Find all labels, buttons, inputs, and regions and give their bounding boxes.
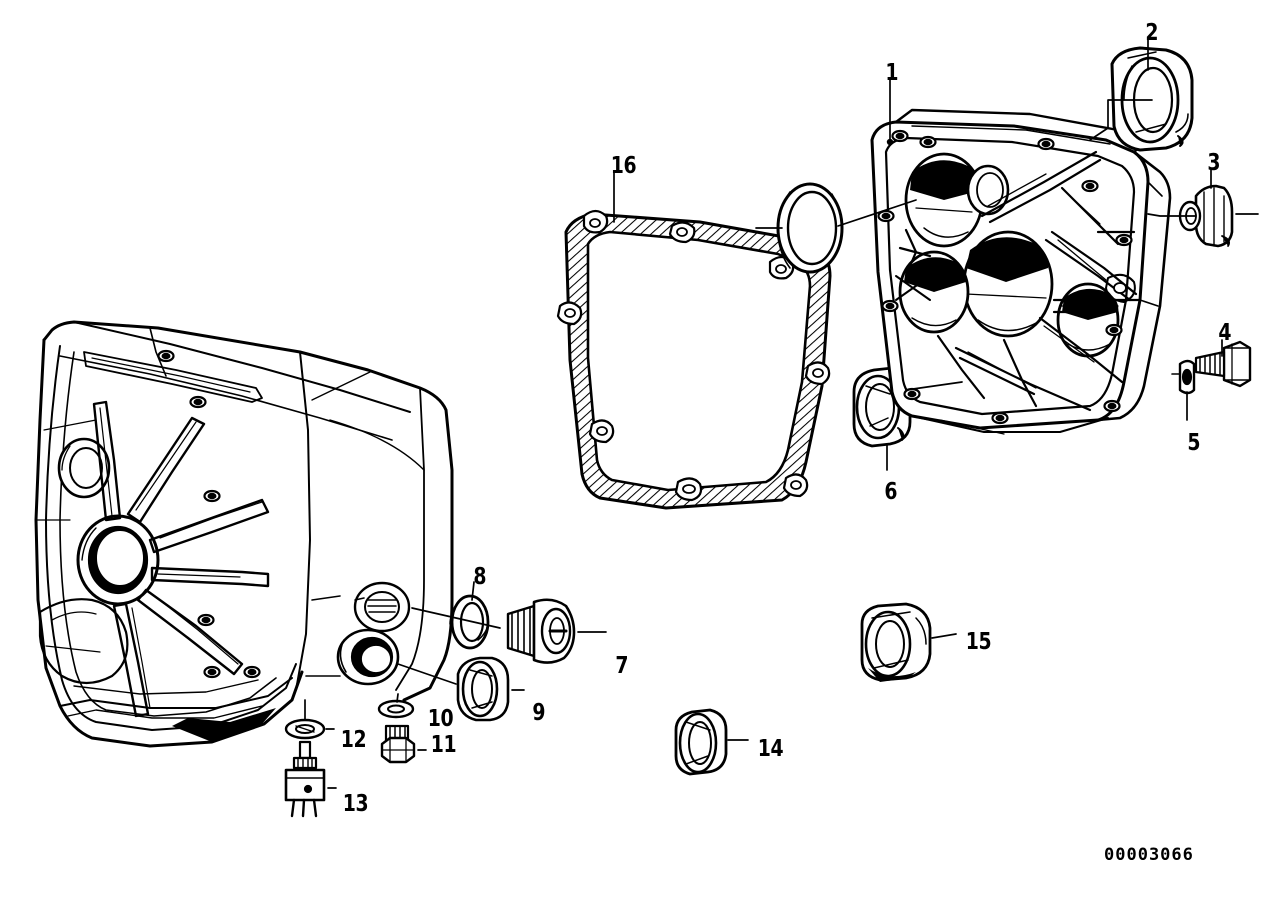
gearbox-housing (34, 320, 454, 748)
callout-5: 5 (1187, 430, 1201, 456)
washer-12 (284, 718, 326, 740)
callout-2: 2 (1145, 20, 1159, 46)
diagram-id-label: 00003066 (1104, 845, 1194, 865)
callout-1: 1 (885, 60, 899, 86)
callout-11: 11 (430, 732, 457, 758)
rear-cover-housing (870, 108, 1172, 435)
washer-10 (377, 699, 415, 719)
housing-lower-port (336, 628, 400, 686)
callout-6: 6 (884, 479, 898, 505)
callout-3: 3 (1207, 150, 1221, 176)
hex-bolt-4 (1194, 340, 1252, 388)
callout-12: 12 (340, 727, 367, 753)
callout-15: 15 (965, 629, 992, 655)
callout-9: 9 (532, 700, 546, 726)
bushing-9 (456, 656, 510, 722)
cover-gasket (556, 209, 832, 510)
callout-16: 16 (610, 153, 637, 179)
bushing-sleeve-14 (674, 708, 728, 776)
callout-4: 4 (1218, 320, 1232, 346)
housing-upper-port (353, 581, 411, 633)
large-seal-ring (776, 182, 844, 274)
hex-plug-11 (380, 724, 416, 764)
callout-8: 8 (473, 564, 487, 590)
sealing-ring-8 (449, 594, 490, 650)
drain-plug-7 (506, 598, 576, 664)
callout-13: 13 (342, 791, 369, 817)
callout-7: 7 (615, 653, 629, 679)
lock-washer-5 (1171, 359, 1196, 395)
leader-lines (304, 39, 1259, 789)
callout-14: 14 (757, 736, 784, 762)
backup-light-switch-13 (284, 740, 326, 818)
callout-10: 10 (427, 706, 454, 732)
shaft-seal-2 (1110, 46, 1194, 152)
bushing-sleeve-15 (860, 602, 932, 682)
